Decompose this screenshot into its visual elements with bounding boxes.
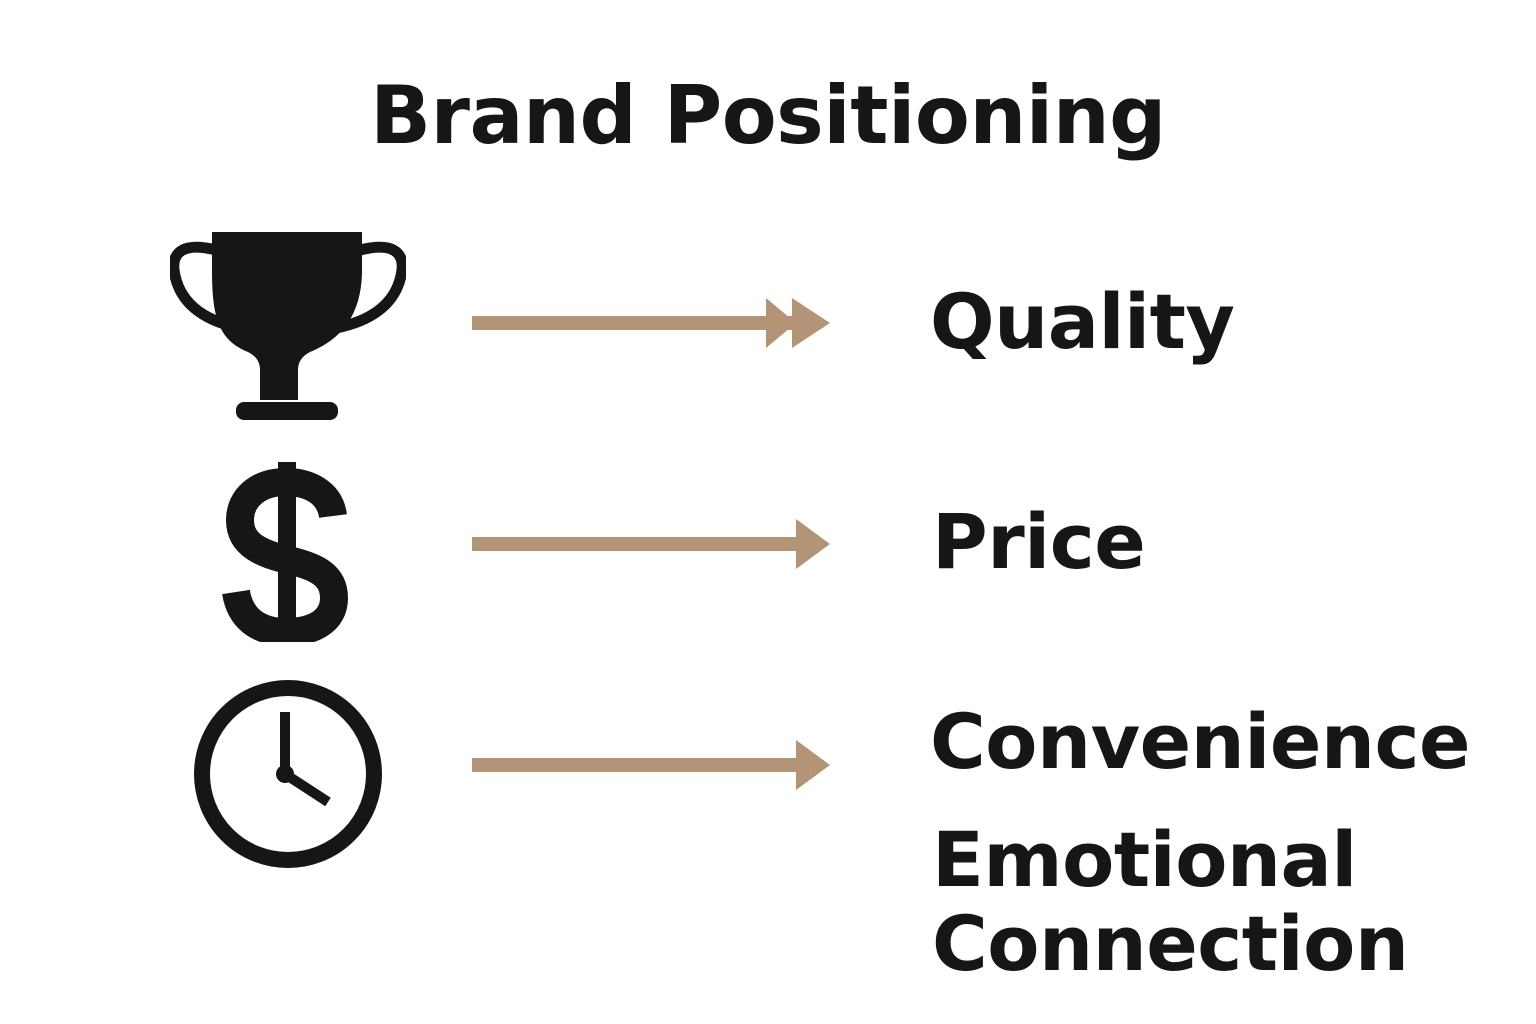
label-emotional: Emotional <box>932 815 1357 904</box>
arrow-convenience <box>472 740 830 790</box>
trophy-icon <box>170 232 406 420</box>
diagram-title: Brand Positioning <box>370 69 1166 162</box>
label-quality: Quality <box>930 277 1235 366</box>
arrow-quality <box>472 298 830 348</box>
arrow-price <box>472 519 830 569</box>
label-convenience: Convenience <box>930 697 1471 786</box>
dollar-icon <box>222 462 349 642</box>
label-price: Price <box>932 497 1146 586</box>
label-emotional-connection: Emotional Connection <box>932 818 1409 986</box>
label-connection: Connection <box>932 899 1409 988</box>
clock-icon <box>194 680 382 868</box>
